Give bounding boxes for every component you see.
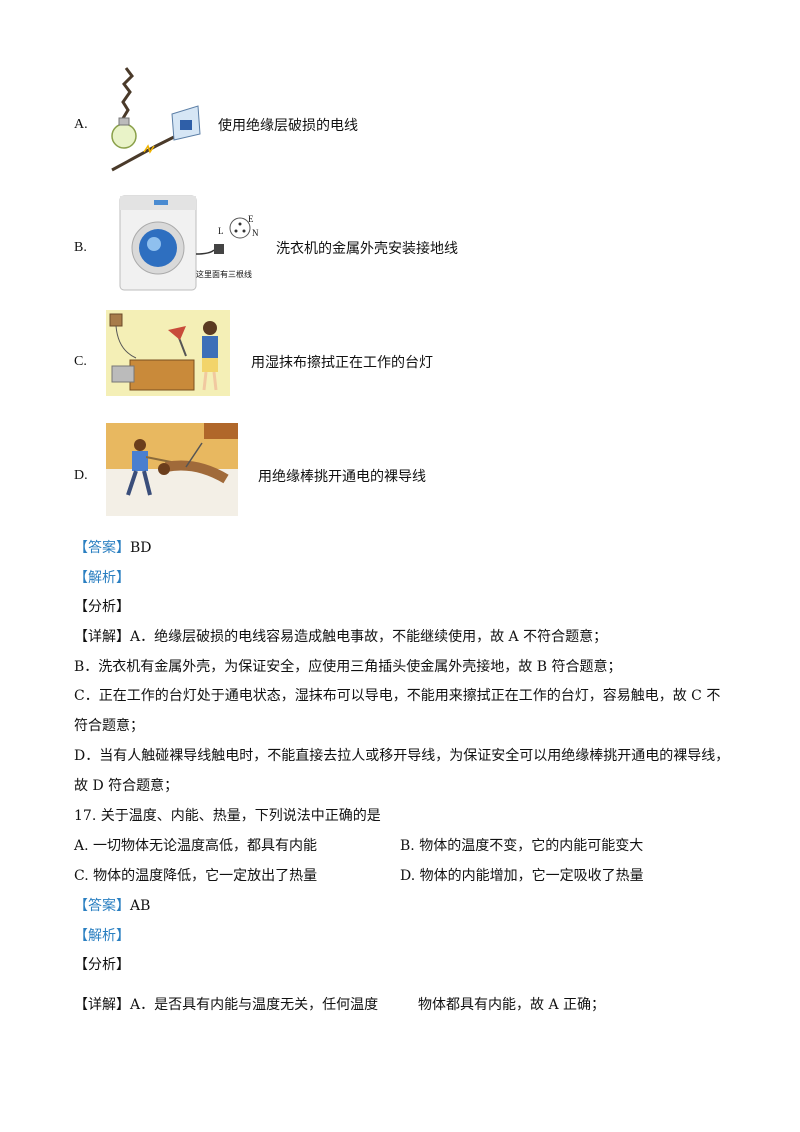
washing-machine-figure: E L N 这里面有三根线 — [114, 192, 264, 292]
q17-answer-tag: 【答案】 — [74, 898, 130, 914]
option-d-text: 用绝缘棒挑开通电的裸导线 — [258, 469, 426, 485]
lamp-cleaning-figure — [106, 310, 230, 396]
option-a-letter: A. — [74, 117, 88, 132]
label-l: L — [218, 226, 224, 236]
q17-detail-a-2: 物体都具有内能，故 A 正确； — [418, 997, 606, 1013]
q17-stem: 17. 关于温度、内能、热量，下列说法中正确的是 — [74, 808, 381, 824]
q17-option-d: D. 物体的内能增加，它一定吸收了热量 — [400, 868, 644, 884]
analysis-tag: 【解析】 — [74, 570, 130, 586]
three-wires-caption: 这里面有三根线 — [196, 270, 252, 279]
detail-b: B．洗衣机有金属外壳，为保证安全，应使用三角插头使金属外壳接地，故 B 符合题意… — [74, 659, 622, 675]
answer-tag: 【答案】 — [74, 540, 130, 556]
fenxi-tag: 【分析】 — [74, 599, 130, 615]
q17-detail-a-1: 【详解】A．是否具有内能与温度无关，任何温度 — [74, 997, 379, 1013]
detail-a: 【详解】A．绝缘层破损的电线容易造成触电事故，不能继续使用，故 A 不符合题意； — [74, 629, 608, 645]
option-c-letter: C. — [74, 354, 87, 369]
label-e: E — [248, 214, 254, 224]
frayed-wire-figure — [104, 62, 210, 174]
option-b-text: 洗衣机的金属外壳安装接地线 — [276, 241, 458, 257]
detail-d-2: 故 D 符合题意； — [74, 778, 179, 794]
detail-d-1: D．当有人触碰裸导线触电时，不能直接去拉人或移开导线，为保证安全可以用绝缘棒挑开… — [74, 748, 730, 764]
option-c-text: 用湿抹布擦拭正在工作的台灯 — [251, 355, 433, 371]
q17-answer-value: AB — [130, 898, 151, 914]
q17-fenxi-tag: 【分析】 — [74, 957, 130, 973]
detail-c-2: 符合题意； — [74, 718, 144, 734]
option-a-text: 使用绝缘层破损的电线 — [218, 118, 358, 134]
q17-analysis-tag: 【解析】 — [74, 928, 130, 944]
option-d-letter: D. — [74, 468, 88, 483]
insulated-rod-figure — [106, 423, 238, 516]
q17-option-b: B. 物体的温度不变，它的内能可能变大 — [400, 838, 644, 854]
q16-answer-line: 【答案】BD — [74, 538, 152, 558]
answer-value: BD — [130, 540, 152, 556]
q17-option-c: C. 物体的温度降低，它一定放出了热量 — [74, 868, 318, 884]
option-b-letter: B. — [74, 240, 87, 255]
label-n: N — [252, 228, 259, 238]
q17-option-a: A. 一切物体无论温度高低，都具有内能 — [74, 838, 318, 854]
detail-c-1: C．正在工作的台灯处于通电状态，湿抹布可以导电，不能用来擦拭正在工作的台灯，容易… — [74, 688, 721, 704]
q17-answer-line: 【答案】AB — [74, 896, 150, 916]
